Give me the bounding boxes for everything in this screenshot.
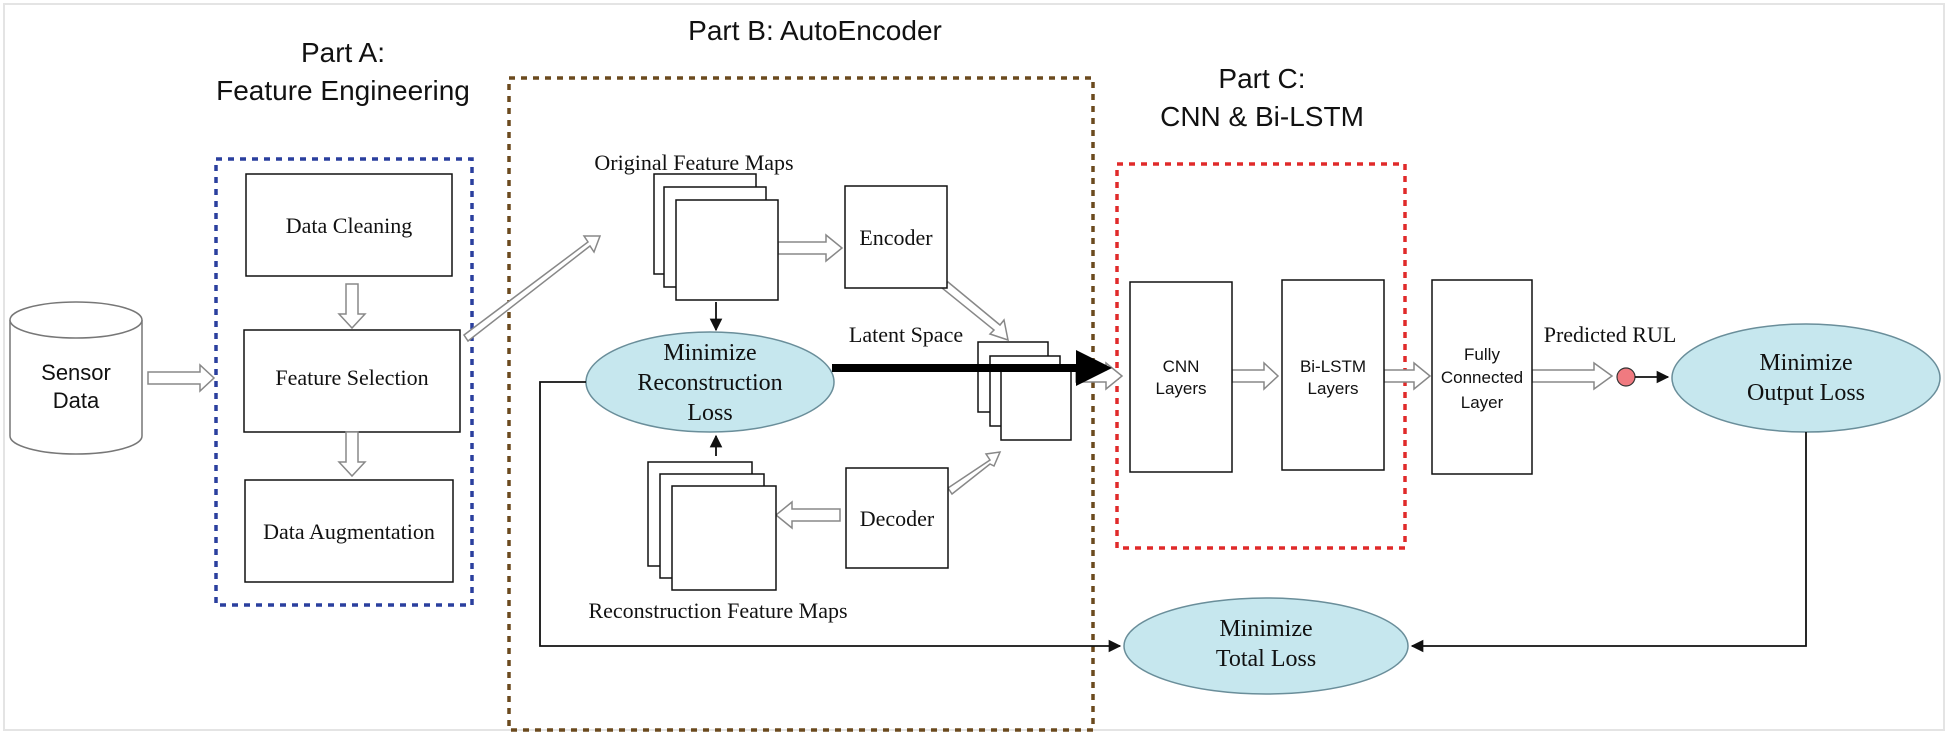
fully-connected-line3: Layer [1461, 393, 1504, 412]
sensor-data-label-line1: Sensor [41, 360, 111, 385]
part-c-title-line2: CNN & Bi-LSTM [1160, 101, 1364, 132]
part-a-region [214, 157, 474, 607]
encoder-label: Encoder [859, 225, 933, 250]
predicted-rul-dot [1616, 367, 1636, 387]
reconstruction-loss-line2: Reconstruction [637, 370, 782, 396]
original-feature-maps-label: Original Feature Maps [594, 150, 793, 175]
part-a-title-line2: Feature Engineering [216, 75, 470, 106]
hollow-arrows [147, 233, 1614, 530]
bilstm-layers-box [1281, 279, 1385, 471]
reconstruction-feature-maps-label: Reconstruction Feature Maps [588, 598, 847, 623]
outer-frame [3, 3, 1945, 731]
total-loss-line1: Minimize [1219, 616, 1312, 642]
original-feature-maps-stack [653, 173, 779, 301]
data-augmentation-label: Data Augmentation [263, 519, 435, 544]
part-b-title: Part B: AutoEncoder [688, 15, 942, 46]
data-augmentation-box [244, 479, 454, 583]
fully-connected-line1: Fully [1464, 345, 1500, 364]
bilstm-layers-line1: Bi-LSTM [1300, 357, 1366, 376]
recon-to-total-loss-connector [539, 381, 1122, 653]
minimize-output-loss-ellipse [1671, 323, 1941, 433]
reconstruction-loss-line1: Minimize [663, 340, 756, 366]
minimize-total-loss-ellipse [1123, 597, 1409, 695]
decoder-box [845, 467, 949, 569]
sensor-data-label-line2: Data [53, 388, 100, 413]
output-loss-line2: Output Loss [1747, 380, 1865, 406]
cnn-layers-line2: Layers [1155, 379, 1206, 398]
bilstm-layers-line2: Layers [1307, 379, 1358, 398]
reconstruction-loss-line3: Loss [687, 400, 732, 426]
latent-space-label: Latent Space [849, 322, 963, 347]
part-c-region [1115, 162, 1407, 550]
total-loss-line2: Total Loss [1216, 646, 1316, 672]
sensor-data-cylinder: Sensor Data [9, 301, 143, 455]
part-b-region [507, 76, 1095, 732]
decoder-label: Decoder [860, 506, 935, 531]
output-to-total-loss-connector [1410, 432, 1807, 653]
part-a-title-line1: Part A: [301, 37, 385, 68]
latent-space-stack [977, 341, 1072, 441]
data-cleaning-box [245, 173, 453, 277]
predicted-rul-label: Predicted RUL [1544, 322, 1677, 347]
fully-connected-box [1431, 279, 1533, 475]
encoder-box [844, 185, 948, 289]
fully-connected-line2: Connected [1441, 368, 1523, 387]
data-cleaning-label: Data Cleaning [286, 213, 412, 238]
output-loss-line1: Minimize [1759, 350, 1852, 376]
feature-selection-label: Feature Selection [275, 365, 428, 390]
reconstruction-feature-maps-stack [647, 461, 777, 591]
thick-latent-arrow [832, 350, 1112, 386]
cnn-layers-box [1129, 281, 1233, 473]
cnn-layers-line1: CNN [1163, 357, 1200, 376]
part-c-title-line1: Part C: [1218, 63, 1305, 94]
